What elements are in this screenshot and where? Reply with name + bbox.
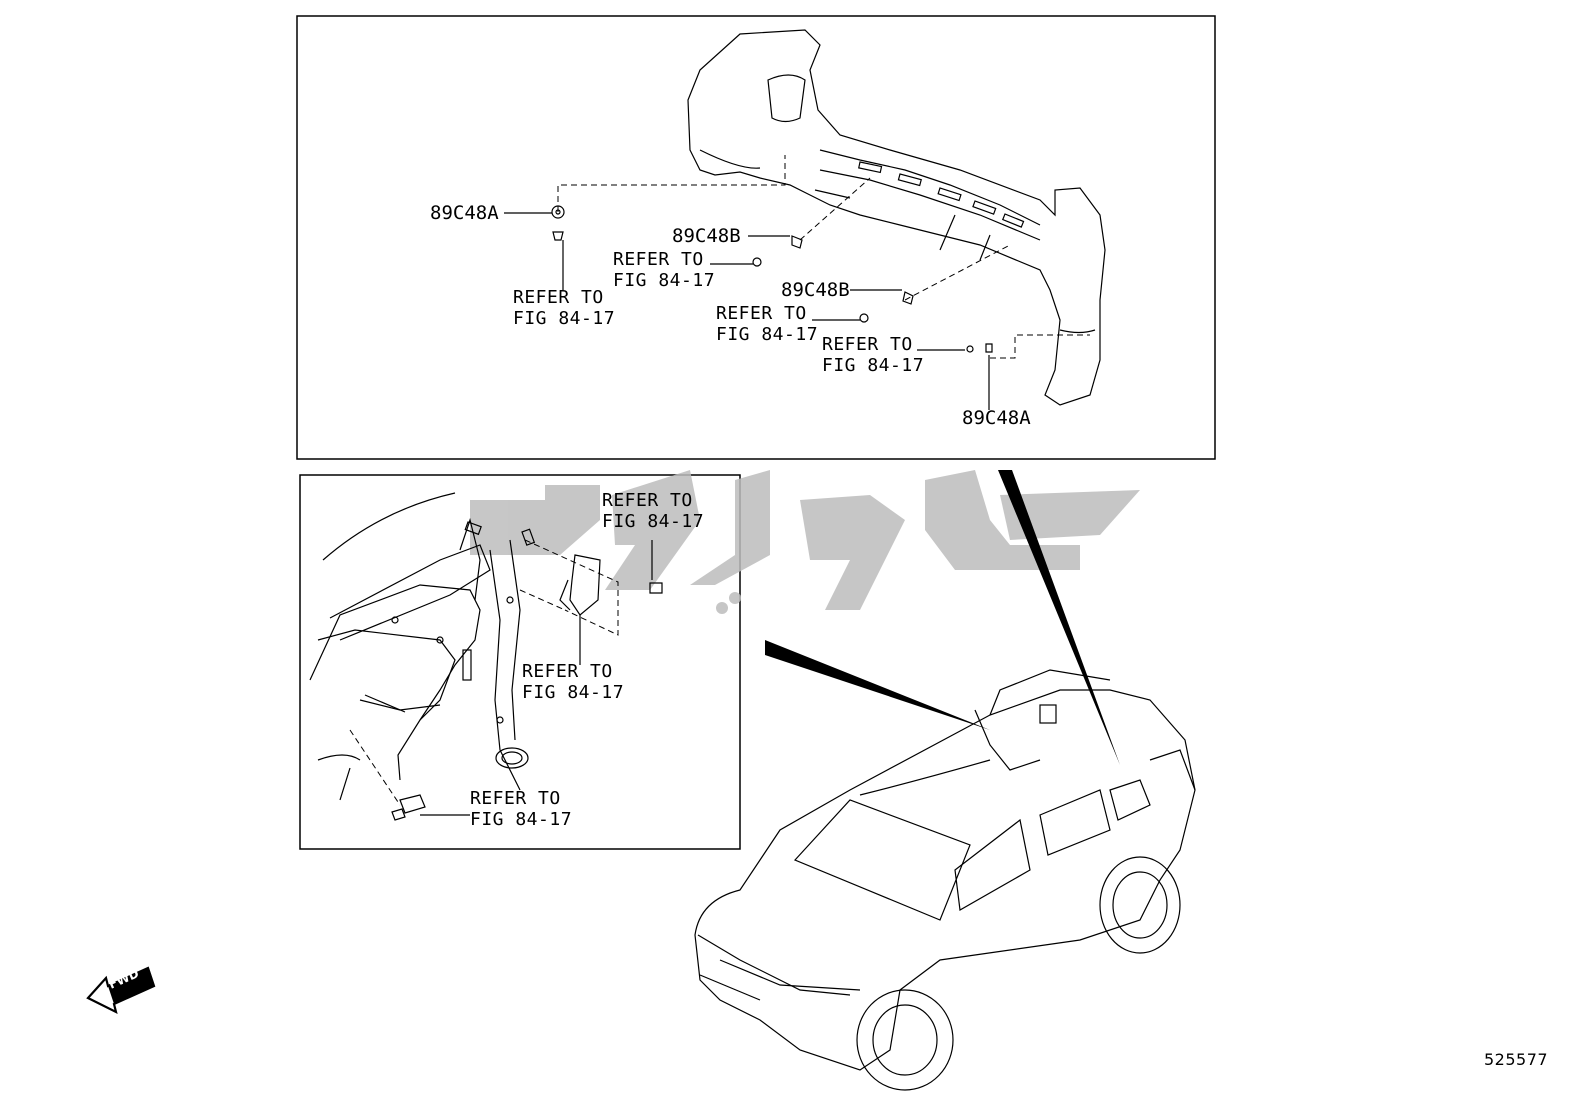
- bumper-dashed-leaders: [557, 155, 1090, 359]
- bracket-dashed-leaders: [349, 539, 619, 806]
- bumper-panel-frame: [296, 15, 1216, 460]
- bracket-leaders: [420, 540, 653, 816]
- part-label-89c48b-upper: 89C48B: [672, 225, 741, 247]
- pointer-wedge-bracket: [765, 640, 990, 730]
- body-structure: [309, 492, 529, 801]
- part-label-89c48a-top: 89C48A: [430, 202, 499, 224]
- part-label-89c48b-lower: 89C48B: [781, 279, 850, 301]
- watermark-logo: [470, 470, 1140, 614]
- bracket-panel-frame: [299, 474, 741, 850]
- pointer-wedge-bumper: [998, 470, 1120, 765]
- fwd-arrow-icon: [86, 966, 156, 1015]
- figure-number: 525577: [1484, 1050, 1549, 1069]
- bumper-clips: [551, 205, 993, 353]
- vehicle-outline: [694, 669, 1196, 1091]
- bumper-leaders: [504, 212, 990, 410]
- part-label-89c48a-bottom: 89C48A: [962, 407, 1031, 429]
- rear-bumper-cover: [687, 29, 1106, 406]
